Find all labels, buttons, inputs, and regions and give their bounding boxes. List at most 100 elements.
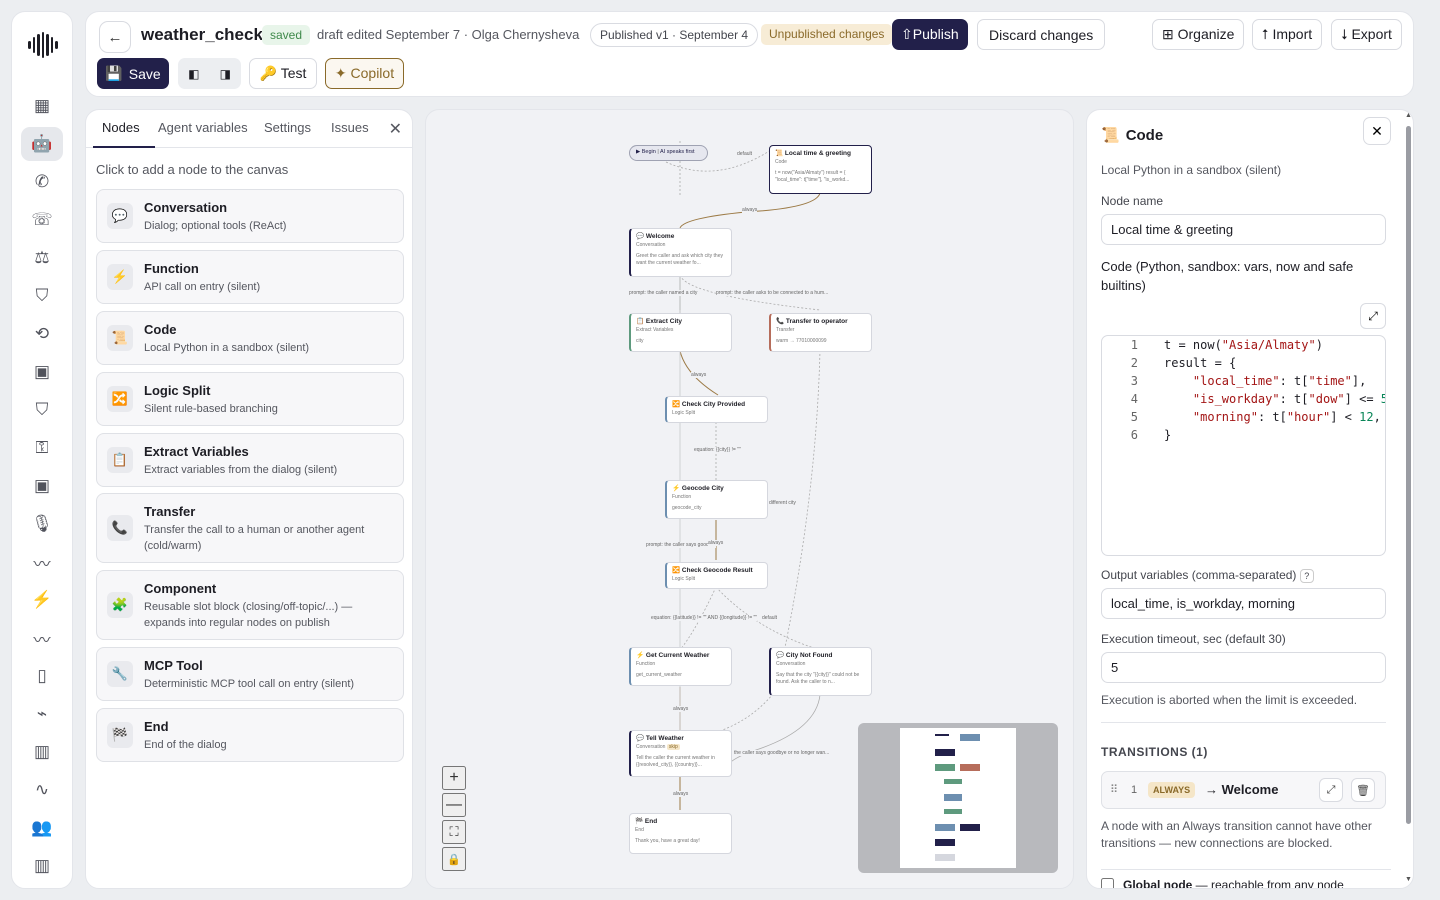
edge-label[interactable]: always — [691, 372, 707, 378]
key-icon[interactable]: ⚿ — [35, 438, 49, 457]
lock-icon[interactable]: 🔒 — [442, 847, 466, 871]
tab-settings[interactable]: Settings — [264, 120, 311, 135]
layout-left-icon[interactable]: ◧ — [188, 66, 200, 81]
microphone-icon[interactable]: 🎙 — [31, 514, 53, 533]
history-icon[interactable]: ⟲ — [34, 324, 50, 343]
global-node-checkbox[interactable] — [1101, 878, 1114, 888]
dashboard-icon[interactable]: ▦ — [33, 96, 51, 115]
fit-view-button[interactable]: ⛶ — [442, 820, 466, 844]
flow-canvas[interactable]: ▶ Begin | AI speaks first 📜 Local time &… — [425, 109, 1074, 889]
copilot-button[interactable]: ✦ Copilot — [325, 58, 404, 89]
users-icon[interactable]: 👥 — [31, 818, 53, 837]
layout-right-icon[interactable]: ◨ — [219, 66, 231, 81]
close-icon[interactable]: ✕ — [388, 121, 402, 138]
shield-icon[interactable]: ⛉ — [35, 286, 49, 305]
publish-button[interactable]: ⇧Publish — [892, 19, 968, 50]
shield-alt-icon[interactable]: ⛉ — [35, 400, 49, 419]
waveform-alt-icon[interactable]: 〰 — [33, 630, 51, 650]
zoom-out-button[interactable]: — — [442, 793, 466, 817]
minimap[interactable] — [858, 723, 1058, 873]
expand-editor-button[interactable]: ⤢ — [1360, 303, 1386, 329]
scales-icon[interactable]: ⚖ — [34, 248, 50, 267]
inspector-scrollbar[interactable]: ▲ ▼ — [1404, 112, 1413, 888]
chip-alt-icon[interactable]: ▣ — [33, 476, 51, 495]
plug-icon[interactable]: ⌁ — [36, 704, 48, 723]
scrollbar-thumb[interactable] — [1406, 126, 1411, 824]
edit-transition-icon[interactable]: ⤢ — [1319, 778, 1343, 802]
tab-nodes[interactable]: Nodes — [102, 120, 140, 135]
help-icon[interactable]: ? — [1299, 569, 1314, 583]
chip-icon[interactable]: ▣ — [33, 362, 51, 381]
edge-label[interactable]: always — [708, 540, 724, 546]
edge-label[interactable]: prompt: the caller asks to be connected … — [716, 290, 829, 296]
agents-icon[interactable]: 🤖 — [21, 127, 63, 161]
import-button[interactable]: ⭡ Import — [1252, 19, 1323, 50]
settings-icon[interactable]: ⚙ — [21, 883, 63, 888]
zoom-in-button[interactable]: + — [442, 766, 466, 790]
tab-agent-variables[interactable]: Agent variables — [158, 120, 248, 135]
export-button[interactable]: ⭣ Export — [1331, 19, 1402, 50]
node-name-input[interactable] — [1101, 214, 1386, 245]
discard-changes-button[interactable]: Discard changes — [977, 19, 1106, 50]
edge-label[interactable]: prompt: the caller named a city — [629, 290, 698, 296]
drag-handle-icon[interactable]: ⠿ — [1110, 784, 1119, 796]
test-button[interactable]: 🔑 Test — [249, 58, 317, 89]
edge-label[interactable]: equation: {{latitude}} != "" AND {{longi… — [651, 615, 758, 621]
edge-label[interactable]: prompt: the caller says goodb... — [646, 542, 716, 548]
save-button[interactable]: 💾 Save — [97, 58, 169, 89]
organize-button[interactable]: ⊞ Organize — [1152, 19, 1245, 50]
delete-transition-icon[interactable]: 🗑 — [1351, 778, 1375, 802]
timeout-label: Execution timeout, sec (default 30) — [1101, 632, 1286, 646]
phone-outgoing-icon[interactable]: ☏ — [31, 210, 53, 229]
waveform-icon[interactable]: 〰 — [33, 554, 51, 574]
flow-node-title: 💬 City Not Found — [776, 652, 833, 659]
lightning-icon[interactable]: ⚡ — [31, 590, 53, 609]
transition-row[interactable]: ⠿ 1 ALWAYS → Welcome ⤢ 🗑 — [1101, 771, 1386, 809]
tab-issues[interactable]: Issues — [331, 120, 369, 135]
logo-icon[interactable] — [28, 32, 59, 58]
scroll-down-icon[interactable]: ▼ — [1405, 876, 1412, 883]
edge-label[interactable]: equation: {{city}} != "" — [694, 447, 741, 453]
activity-icon[interactable]: ∿ — [34, 780, 50, 799]
edge-label[interactable]: different city — [769, 500, 796, 506]
close-inspector-button[interactable]: ✕ — [1363, 117, 1391, 145]
scroll-up-icon[interactable]: ▲ — [1405, 112, 1412, 119]
back-button[interactable]: ← — [99, 21, 131, 53]
edge-label[interactable]: default — [737, 151, 753, 157]
draft-meta: draft edited September 7 · Olga Chernysh… — [317, 27, 580, 42]
edge-label[interactable]: default — [762, 615, 778, 621]
edge-label[interactable]: always — [742, 207, 758, 213]
library-icon[interactable]: ▥ — [33, 742, 51, 761]
edge-label[interactable]: always — [673, 706, 689, 712]
edge-label[interactable]: the caller says goodbye or no longer wan… — [734, 750, 830, 756]
phone-icon[interactable]: ✆ — [34, 172, 50, 191]
output-variables-input[interactable] — [1101, 588, 1386, 619]
begin-node[interactable]: ▶ Begin | AI speaks first — [629, 145, 708, 161]
sidebar-icon[interactable]: ▯ — [37, 666, 47, 685]
code-line: "morning": t["hour"] < 12, — [1192, 410, 1381, 424]
timeout-input[interactable] — [1101, 652, 1386, 683]
library-alt-icon[interactable]: ▥ — [33, 856, 51, 875]
edge-label[interactable]: always — [673, 791, 689, 797]
